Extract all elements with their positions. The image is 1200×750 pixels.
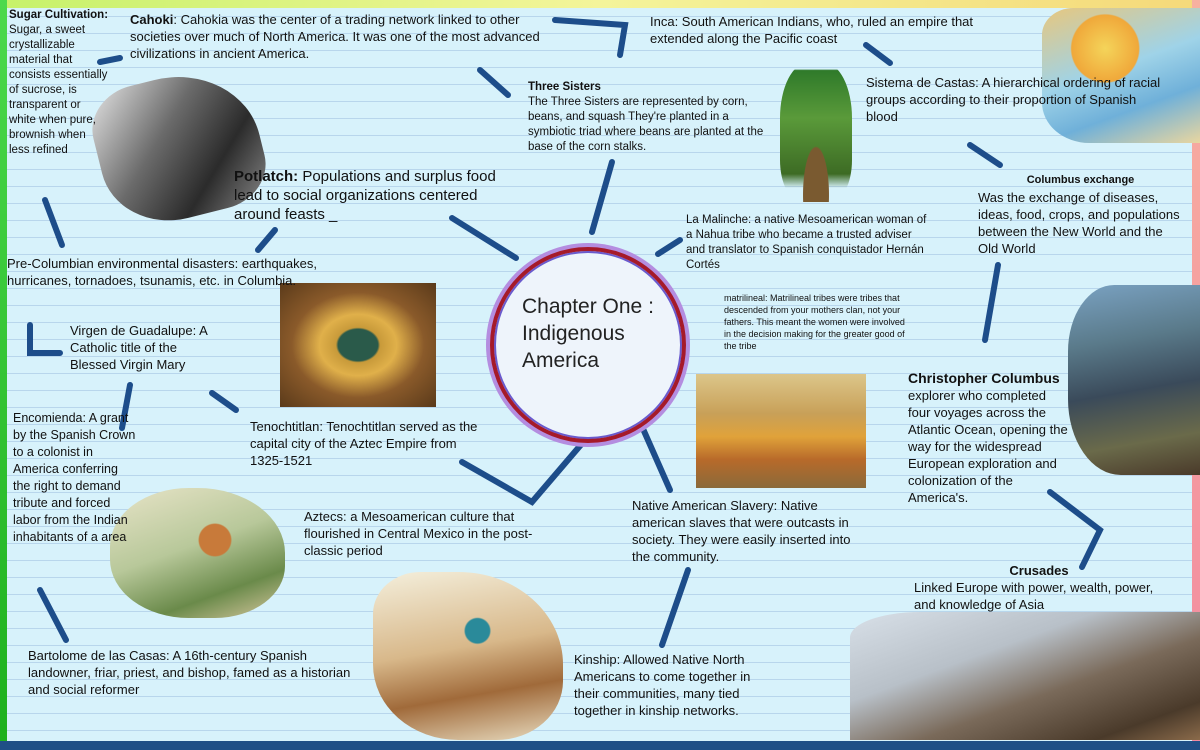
top-border bbox=[0, 0, 1200, 8]
node-encomienda[interactable]: Encomienda: A grant by the Spanish Crown… bbox=[13, 410, 138, 546]
center-title-line1: Chapter One : bbox=[522, 295, 654, 318]
connector-cahoki bbox=[97, 55, 123, 65]
guadalupe-picture bbox=[280, 283, 436, 407]
node-native-american-slavery[interactable]: Native American Slavery: Native american… bbox=[632, 497, 864, 565]
connector-aztecs bbox=[459, 437, 588, 506]
node-crusades-title: Crusades bbox=[1009, 563, 1069, 578]
connector-castas-exchange bbox=[967, 142, 1003, 168]
connector-tenochtitlan bbox=[209, 390, 239, 413]
connector-guadalupe-encomienda bbox=[119, 382, 133, 431]
node-columbus-exchange[interactable]: Columbus exchange Was the exchange of di… bbox=[978, 172, 1183, 257]
node-sistema-de-castas[interactable]: Sistema de Castas: A hierarchical orderi… bbox=[866, 74, 1171, 125]
connector-three-sisters bbox=[589, 159, 615, 235]
node-three-sisters-title: Three Sisters bbox=[528, 81, 601, 93]
node-christopher-columbus[interactable]: Christopher Columbus explorer who comple… bbox=[908, 370, 1068, 506]
connector-guadalupe bbox=[27, 322, 63, 356]
node-tenochtitlan-body: Tenochtitlan: Tenochtitlan served as the… bbox=[250, 419, 478, 468]
connector-potlatch-disaster bbox=[255, 227, 278, 253]
node-potlatch-body: Populations and surplus food lead to soc… bbox=[234, 168, 496, 223]
node-bartolome-body: Bartolome de las Casas: A 16th-century S… bbox=[28, 648, 351, 697]
node-kinship[interactable]: Kinship: Allowed Native North Americans … bbox=[574, 651, 774, 719]
node-malinche-body: La Malinche: a native Mesoamerican woman… bbox=[686, 214, 927, 271]
node-three-sisters[interactable]: Three Sisters The Three Sisters are repr… bbox=[528, 80, 778, 155]
node-christopher-title: Christopher Columbus bbox=[908, 370, 1060, 386]
connector-malinche bbox=[655, 237, 683, 257]
node-kinship-body: Kinship: Allowed Native North Americans … bbox=[574, 652, 751, 718]
node-crusades[interactable]: Crusades Linked Europe with power, wealt… bbox=[914, 562, 1164, 613]
node-inca[interactable]: Inca: South American Indians, who, ruled… bbox=[650, 13, 1020, 47]
connector-cahoki-center bbox=[477, 67, 511, 98]
node-bartolome-de-las-casas[interactable]: Bartolome de las Casas: A 16th-century S… bbox=[28, 647, 368, 698]
node-inca-body: Inca: South American Indians, who, ruled… bbox=[650, 14, 974, 46]
node-guadalupe-body: Virgen de Guadalupe: A Catholic title of… bbox=[70, 323, 208, 372]
connector-kinship bbox=[659, 567, 691, 648]
bottom-border bbox=[0, 741, 1200, 750]
map-picture bbox=[1042, 8, 1200, 143]
connector-inca bbox=[552, 17, 629, 58]
connector-inca-castas bbox=[863, 42, 893, 66]
node-aztecs-body: Aztecs: a Mesoamerican culture that flou… bbox=[304, 509, 533, 558]
node-cahoki[interactable]: Cahoki: Cahokia was the center of a trad… bbox=[130, 11, 540, 62]
node-sugar-title: Sugar Cultivation: bbox=[9, 9, 109, 21]
encomienda-picture bbox=[110, 488, 285, 618]
node-matrilineal-body: matrilineal: Matrilineal tribes were tri… bbox=[724, 293, 905, 351]
node-sugar-body: Sugar, a sweet crystallizable material t… bbox=[9, 24, 108, 156]
node-potlatch-title: Potlatch: bbox=[234, 168, 299, 185]
node-tenochtitlan[interactable]: Tenochtitlan: Tenochtitlan served as the… bbox=[250, 418, 485, 469]
center-title-line3: America bbox=[522, 349, 600, 372]
dancers-photo bbox=[696, 374, 866, 488]
node-christopher-body: explorer who completed four voyages acro… bbox=[908, 388, 1068, 505]
node-encomienda-body: Encomienda: A grant by the Spanish Crown… bbox=[13, 411, 136, 544]
left-border bbox=[0, 0, 7, 750]
node-environmental-disasters[interactable]: Pre-Columbian environmental disasters: e… bbox=[7, 255, 337, 289]
node-columbus-exchange-title: Columbus exchange bbox=[1026, 174, 1135, 186]
node-potlatch[interactable]: Potlatch: Populations and surplus food l… bbox=[234, 167, 514, 224]
connector-potlatch bbox=[449, 215, 519, 261]
connector-sugar bbox=[42, 197, 65, 248]
node-castas-body: Sistema de Castas: A hierarchical orderi… bbox=[866, 75, 1161, 124]
node-cahoki-title: Cahoki bbox=[130, 12, 174, 27]
connector-slavery bbox=[637, 419, 673, 493]
node-matrilineal[interactable]: matrilineal: Matrilineal tribes were tri… bbox=[724, 292, 910, 352]
node-slavery-body: Native American Slavery: Native american… bbox=[632, 498, 851, 564]
columbus-ships-picture bbox=[1068, 285, 1200, 475]
node-columbus-exchange-body: Was the exchange of diseases, ideas, foo… bbox=[978, 190, 1180, 256]
corn-plant-picture bbox=[780, 62, 852, 202]
node-la-malinche[interactable]: La Malinche: a native Mesoamerican woman… bbox=[686, 213, 931, 273]
node-disasters-body: Pre-Columbian environmental disasters: e… bbox=[7, 256, 317, 288]
node-virgen-de-guadalupe[interactable]: Virgen de Guadalupe: A Catholic title of… bbox=[70, 322, 220, 373]
center-title-line2: Indigenous bbox=[522, 322, 625, 345]
node-crusades-body: Linked Europe with power, wealth, power,… bbox=[914, 580, 1154, 612]
center-circle[interactable] bbox=[490, 247, 686, 443]
center-title: Chapter One : Indigenous America bbox=[522, 293, 654, 374]
node-cahoki-body: : Cahokia was the center of a trading ne… bbox=[130, 12, 540, 61]
aztec-warriors-picture bbox=[373, 572, 563, 740]
crusade-knight-picture bbox=[850, 612, 1200, 740]
node-three-sisters-body: The Three Sisters are represented by cor… bbox=[528, 96, 764, 153]
connector-columbus-crusades bbox=[1047, 489, 1104, 570]
node-aztecs[interactable]: Aztecs: a Mesoamerican culture that flou… bbox=[304, 508, 559, 559]
connector-exchange-columbus bbox=[982, 262, 1001, 343]
connector-bartolome bbox=[37, 587, 69, 643]
node-sugar-cultivation[interactable]: Sugar Cultivation: Sugar, a sweet crysta… bbox=[9, 8, 109, 158]
